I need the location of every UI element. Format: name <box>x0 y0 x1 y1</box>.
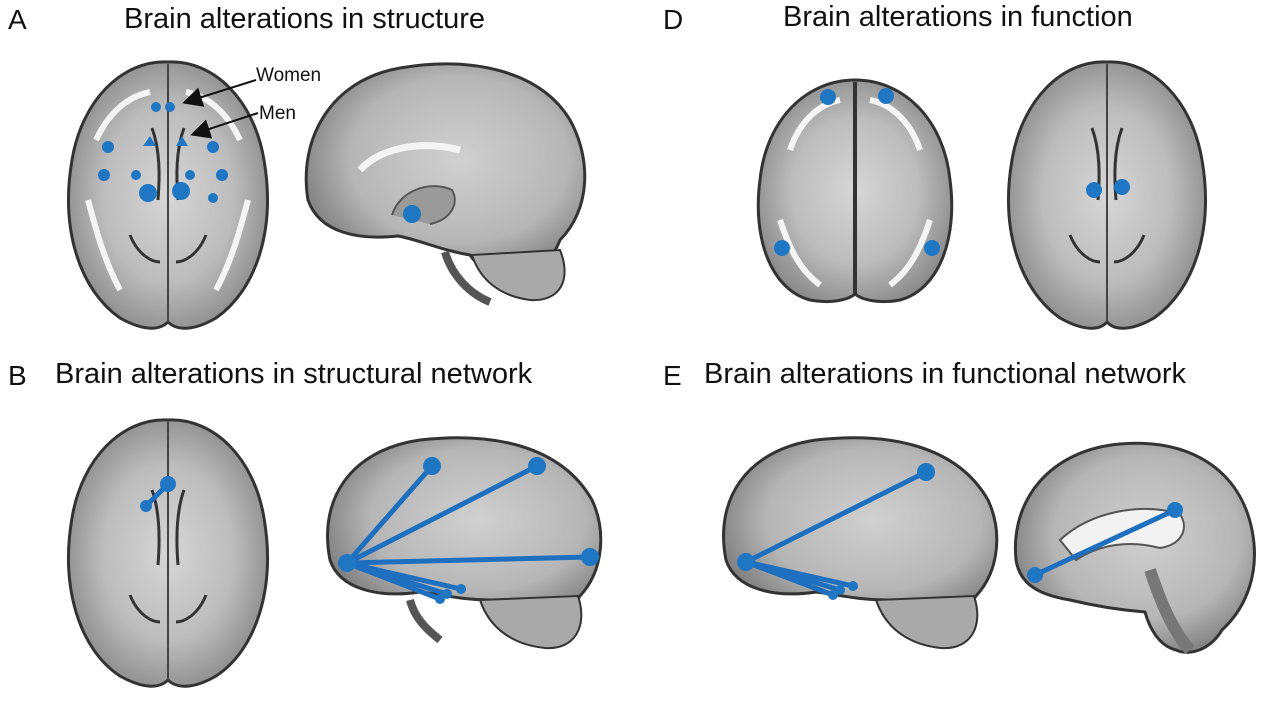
brain-a-sagittal <box>304 62 587 306</box>
marker <box>1027 567 1043 583</box>
marker <box>1114 179 1130 195</box>
connections-e-sagittal <box>737 463 935 600</box>
marker <box>102 141 114 153</box>
marker <box>143 136 156 146</box>
panel-title-b: Brain alterations in structural network <box>55 358 533 390</box>
marker <box>139 184 157 202</box>
arrow-men <box>190 112 259 139</box>
panel-letter-a: A <box>8 4 27 35</box>
brain-d-axial <box>1007 60 1207 330</box>
connection <box>743 559 836 598</box>
marker <box>442 589 452 599</box>
label-women: Women <box>256 65 322 86</box>
panel-title-e: Brain alterations in functional network <box>704 358 1186 390</box>
marker <box>581 548 599 566</box>
marker <box>435 594 445 604</box>
connection <box>344 554 593 566</box>
arrow-women <box>182 79 257 107</box>
markers-d-axial <box>1086 179 1130 198</box>
connection <box>344 463 540 566</box>
marker <box>208 193 218 203</box>
connections-b-sagittal <box>338 457 599 604</box>
panel-title-a: Brain alterations in structure <box>124 3 486 35</box>
marker <box>924 240 940 256</box>
marker-a-sagittal <box>403 205 421 223</box>
marker <box>1167 502 1183 518</box>
brain-d-axial-superior <box>756 78 954 304</box>
marker <box>151 102 161 112</box>
brain-b-sagittal <box>326 436 603 650</box>
marker <box>207 141 219 153</box>
marker <box>172 182 190 200</box>
marker <box>423 457 441 475</box>
marker <box>1086 182 1102 198</box>
connection <box>344 560 443 602</box>
marker <box>98 169 110 181</box>
marker <box>185 170 195 180</box>
connection <box>1032 507 1178 578</box>
marker <box>140 500 152 512</box>
marker <box>216 169 228 181</box>
marker <box>160 476 176 492</box>
panel-letter-e: E <box>663 360 682 391</box>
marker <box>528 457 546 475</box>
label-men: Men <box>259 103 296 124</box>
marker <box>848 581 858 591</box>
marker <box>176 136 188 146</box>
panel-letter-b: B <box>8 360 27 391</box>
brain-b-axial <box>67 418 269 688</box>
brain-e-sagittal-medial <box>1013 441 1256 655</box>
marker <box>165 102 175 112</box>
panel-letter-d: D <box>663 4 684 35</box>
markers-a-axial <box>98 102 228 203</box>
marker <box>835 585 845 595</box>
markers-d-axial-superior <box>774 88 940 256</box>
marker <box>878 88 894 104</box>
marker <box>737 553 755 571</box>
marker <box>917 463 935 481</box>
marker <box>131 170 141 180</box>
connection <box>743 469 929 565</box>
connections-b-axial <box>140 476 176 512</box>
marker <box>774 240 790 256</box>
connections-e-sagittal-medial <box>1027 502 1183 583</box>
brain-e-sagittal <box>722 436 999 650</box>
connection <box>344 463 435 566</box>
marker <box>828 590 838 600</box>
marker <box>820 89 836 105</box>
panel-title-d: Brain alterations in function <box>783 1 1133 33</box>
marker <box>338 554 356 572</box>
marker <box>456 584 466 594</box>
brain-a-axial <box>67 60 269 330</box>
